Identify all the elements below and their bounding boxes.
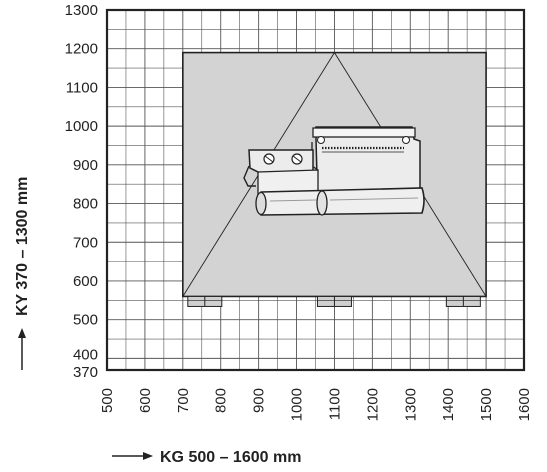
y-tick-label: 1300 xyxy=(65,2,98,19)
y-tick-label: 800 xyxy=(73,196,98,213)
hinge-highlight xyxy=(329,197,419,201)
hinge-knuckle-end xyxy=(255,191,267,216)
y-tick-label: 1000 xyxy=(65,118,98,135)
x-tick-label: 500 xyxy=(99,388,116,413)
y-tick-label: 500 xyxy=(73,312,98,329)
y-tick-label: 370 xyxy=(73,364,98,381)
screw-icon xyxy=(317,136,325,144)
hinge-highlight xyxy=(269,199,317,202)
x-tick-label: 700 xyxy=(175,388,192,413)
x-tick-label: 1400 xyxy=(440,388,457,421)
x-axis-title-group: KG 500 – 1600 mm xyxy=(112,449,301,466)
x-tick-label: 800 xyxy=(213,388,230,413)
foot-left xyxy=(187,295,223,307)
x-tick-labels: 500 600 700 800 900 1000 1100 1200 1300 1400 1500 1… xyxy=(99,388,533,421)
x-tick-label: 600 xyxy=(137,388,154,413)
foot-center xyxy=(316,295,352,307)
y-axis-title: KY 370 – 1300 mm xyxy=(14,177,31,316)
screw-slot xyxy=(264,155,274,163)
x-axis-title: KG 500 – 1600 mm xyxy=(160,449,301,466)
y-tick-label: 1200 xyxy=(65,41,98,58)
x-tick-label: 1600 xyxy=(516,388,533,421)
x-tick-label: 1300 xyxy=(402,388,419,421)
y-tick-label: 700 xyxy=(73,234,98,251)
x-tick-label: 1000 xyxy=(289,388,306,421)
front-hook xyxy=(243,165,256,187)
screw-slot xyxy=(292,155,302,163)
y-tick-label: 1100 xyxy=(66,79,98,96)
y-axis-arrow-icon xyxy=(18,328,26,338)
screw-icon xyxy=(402,136,410,144)
y-tick-label: 600 xyxy=(73,273,98,290)
y-tick-label: 900 xyxy=(73,157,98,174)
x-axis-arrow-icon xyxy=(143,452,153,460)
hinge-knuckle-mid xyxy=(316,190,328,216)
foot-right xyxy=(445,295,481,307)
y-tick-label: 400 xyxy=(73,346,98,363)
x-tick-label: 1200 xyxy=(364,388,381,421)
hinge-arm xyxy=(256,187,425,216)
y-axis-title-group: KY 370 – 1300 mm xyxy=(14,177,31,370)
plot-frame xyxy=(105,8,526,372)
x-tick-label: 900 xyxy=(251,388,268,413)
x-tick-label: 1500 xyxy=(478,388,495,421)
hinge-fitting xyxy=(243,126,425,216)
x-tick-label: 1100 xyxy=(326,388,343,420)
housing-top-plate xyxy=(312,127,416,138)
